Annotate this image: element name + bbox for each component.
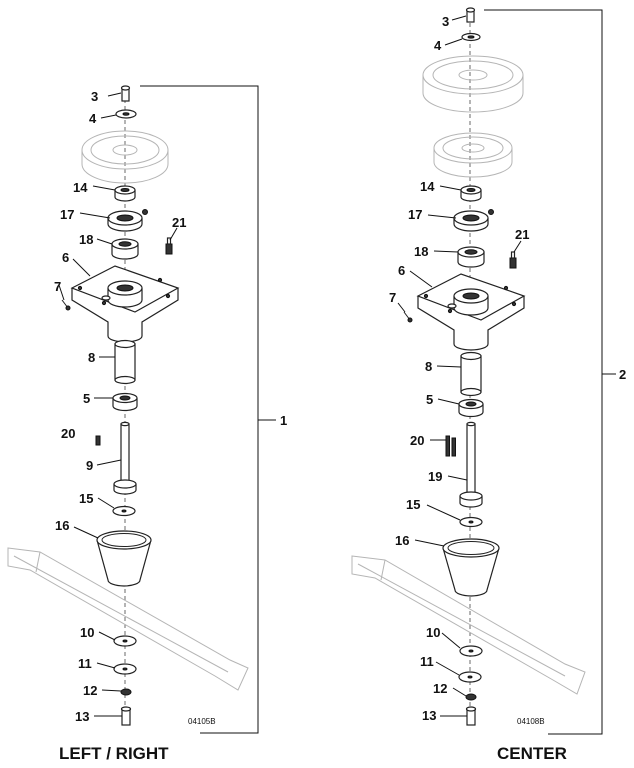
callout-12: 12: [83, 683, 97, 698]
callout-5-center: 5: [426, 392, 433, 407]
callout-4-center: 4: [434, 38, 442, 53]
callout-18: 18: [79, 232, 93, 247]
part-19-spindle-shaft: [459, 421, 483, 508]
callout-20-center: 20: [410, 433, 424, 448]
part-21-grease-fitting: [165, 237, 173, 255]
part-20-key: [95, 435, 101, 446]
assembly-bracket-center: [484, 9, 603, 735]
callout-8-center: 8: [425, 359, 432, 374]
pulley-center: [422, 55, 524, 178]
part-5-bearing: [112, 392, 138, 412]
callout-11-center: 11: [420, 654, 434, 669]
callout-19-center: 19: [428, 469, 442, 484]
callout-9: 9: [86, 458, 93, 473]
callout-7-center: 7: [389, 290, 396, 305]
part-14-bearing: [114, 185, 136, 202]
part-7-fitting-center: [403, 311, 413, 323]
assembly-callout-2: 2: [619, 367, 626, 382]
part-7-fitting: [61, 299, 71, 311]
part-14-bearing-center: [460, 185, 482, 202]
part-8-spacer-center: [460, 351, 482, 397]
callout-3: 3: [91, 89, 98, 104]
part-9-spindle-shaft: [113, 421, 137, 495]
callout-6: 6: [62, 250, 69, 265]
callout-21-center: 21: [515, 227, 529, 242]
pulley-left: [81, 130, 169, 184]
part-6-spindle-housing: [70, 265, 180, 343]
part-18-bearing-center: [457, 246, 485, 268]
part-3-bolt: [120, 85, 131, 102]
part-3-bolt-center: [465, 7, 476, 23]
callout-21: 21: [172, 215, 186, 230]
part-6-spindle-housing-center: [416, 273, 526, 351]
part-13-bolt-center: [465, 706, 477, 726]
part-20-keys: [445, 435, 456, 457]
callout-13: 13: [75, 709, 89, 724]
part-12-lock-washer-center: [465, 693, 477, 701]
blade-center: [351, 555, 586, 695]
part-5-bearing-center: [458, 398, 484, 418]
callout-18-center: 18: [414, 244, 428, 259]
drawing-number-center: 04108B: [517, 717, 545, 726]
callout-20: 20: [61, 426, 75, 441]
callout-10: 10: [80, 625, 94, 640]
callout-3-center: 3: [442, 14, 449, 29]
callout-16-center: 16: [395, 533, 409, 548]
callout-15-center: 15: [406, 497, 420, 512]
part-17-housing-center: [453, 209, 494, 232]
part-12-lock-washer: [120, 688, 132, 696]
part-8-spacer: [114, 339, 136, 385]
callout-16: 16: [55, 518, 69, 533]
left-right-assembly: 3 4 14 17 18 21 6 7 8 5 20 9 15 16 10 11…: [7, 85, 287, 763]
callout-14: 14: [73, 180, 88, 195]
caption-center: CENTER: [497, 744, 567, 763]
part-16-cup-center: [442, 538, 500, 597]
callout-13-center: 13: [422, 708, 436, 723]
blade-left: [7, 547, 249, 691]
part-17-housing: [107, 209, 148, 232]
part-21-grease-fitting-center: [509, 251, 517, 269]
callout-14-center: 14: [420, 179, 435, 194]
callout-15: 15: [79, 491, 93, 506]
callout-17: 17: [60, 207, 74, 222]
callout-5: 5: [83, 391, 90, 406]
callout-4: 4: [89, 111, 97, 126]
part-13-bolt: [120, 706, 132, 726]
caption-left-right: LEFT / RIGHT: [59, 744, 169, 763]
callout-17-center: 17: [408, 207, 422, 222]
drawing-number-left: 04105B: [188, 717, 216, 726]
callout-6-center: 6: [398, 263, 405, 278]
assembly-callout-1: 1: [280, 413, 287, 428]
callout-7: 7: [54, 279, 61, 294]
callout-10-center: 10: [426, 625, 440, 640]
center-assembly: 3 4 14 17 18 21 6 7 8 5 20 19 15 16 10 1…: [351, 7, 626, 763]
callout-8: 8: [88, 350, 95, 365]
part-16-cup: [96, 530, 152, 587]
callout-11: 11: [78, 656, 92, 671]
part-18-bearing: [111, 238, 139, 260]
assembly-bracket-left: [140, 85, 259, 734]
callout-12-center: 12: [433, 681, 447, 696]
